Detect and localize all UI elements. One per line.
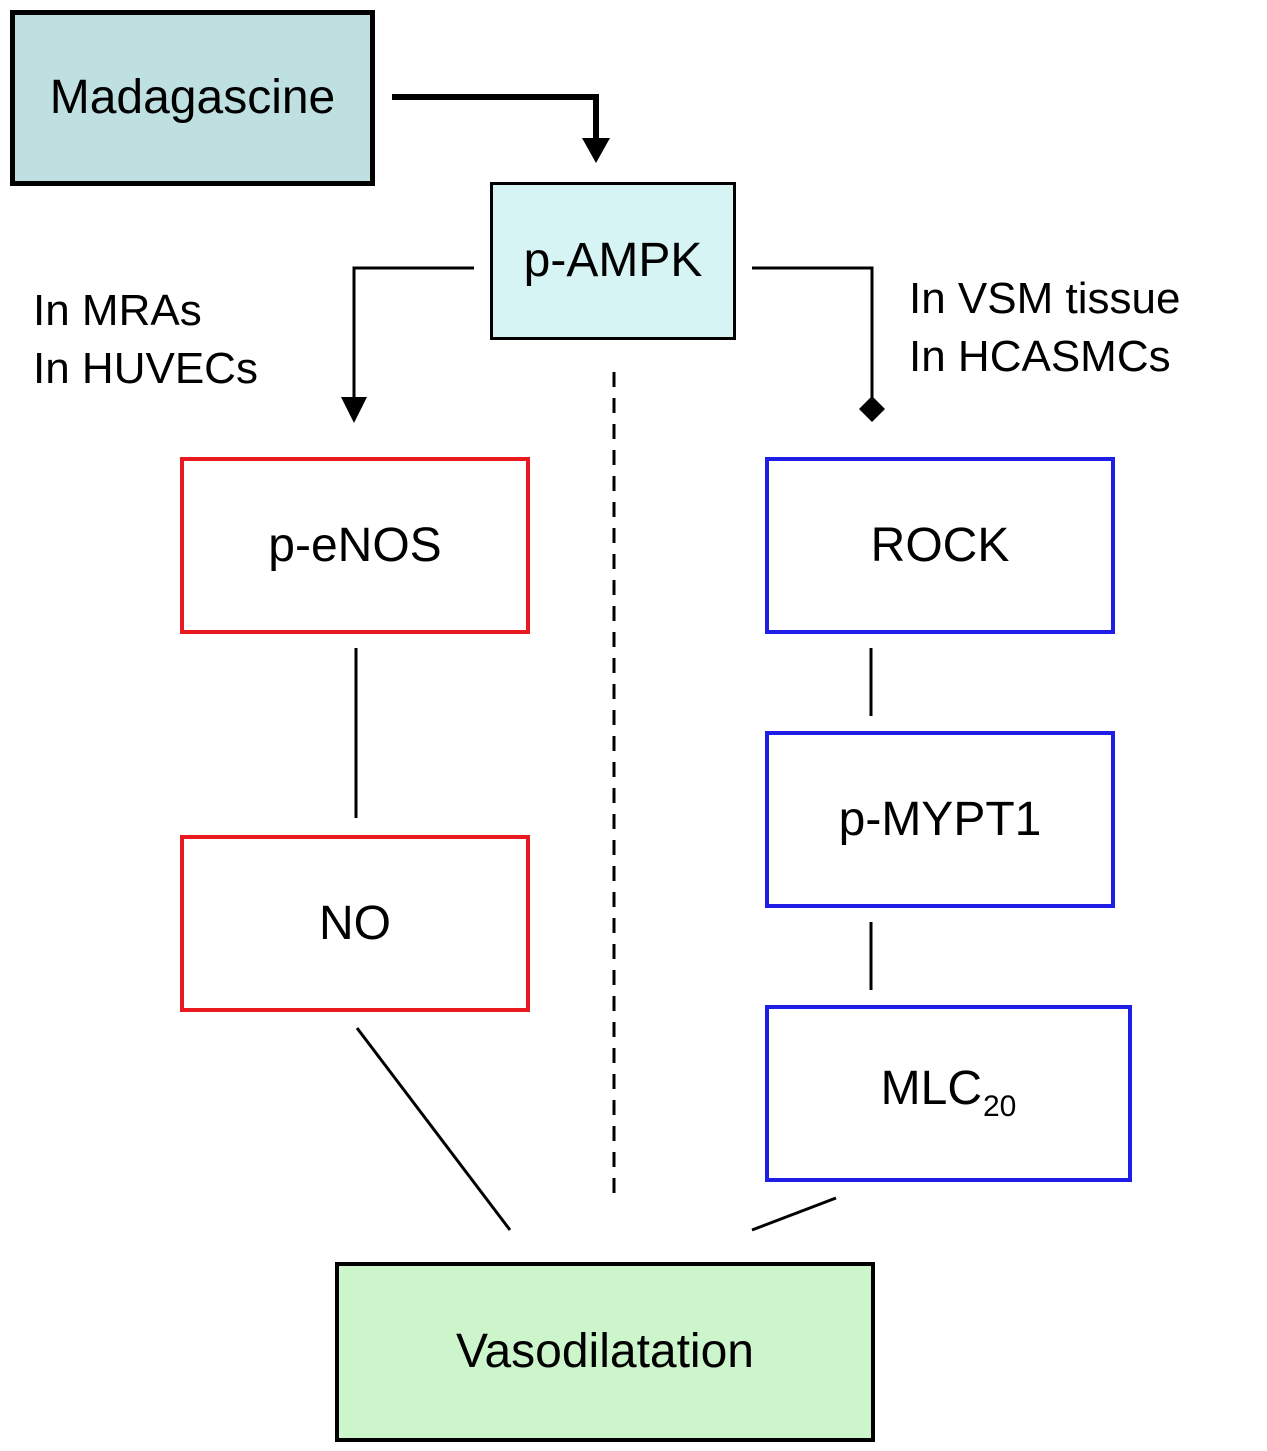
- branch-label-right-line-2: In HCASMCs: [909, 332, 1171, 381]
- edge-mlc-to-vaso: [751, 1196, 837, 1232]
- node-rock-label: ROCK: [870, 518, 1010, 572]
- node-rock: ROCK: [765, 457, 1115, 634]
- node-mlc20-label: MLC20: [881, 1065, 1017, 1122]
- node-no: NO: [180, 835, 530, 1012]
- arrowhead: [582, 138, 610, 163]
- node-p-ampk: p-AMPK: [490, 182, 736, 340]
- node-mlc20-label-main: MLC: [880, 1062, 982, 1115]
- node-p-enos: p-eNOS: [180, 457, 530, 634]
- branch-label-right: In VSM tissue In HCASMCs: [909, 270, 1180, 386]
- node-p-mypt1-label: p-MYPT1: [838, 792, 1042, 846]
- branch-label-right-line-1: In VSM tissue: [909, 274, 1181, 323]
- node-madagascine: Madagascine: [10, 10, 375, 186]
- edge-no-to-vaso: [355, 1027, 512, 1231]
- node-mlc20: MLC20: [765, 1005, 1132, 1182]
- arrowhead: [341, 397, 367, 423]
- node-vasodilatation-label: Vasodilatation: [456, 1325, 754, 1378]
- node-p-enos-label: p-eNOS: [268, 518, 442, 572]
- node-no-label: NO: [319, 896, 391, 950]
- edge-ampk-to-rock: [752, 266, 885, 422]
- node-madagascine-label: Madagascine: [49, 71, 336, 124]
- edge-ampk-to-enos: [341, 266, 474, 423]
- diamond-end: [859, 396, 885, 422]
- node-mlc20-subscript: 20: [982, 1090, 1017, 1123]
- node-p-ampk-label: p-AMPK: [523, 234, 703, 287]
- edge-source-to-ampk: [392, 94, 610, 163]
- branch-label-left-line-2: In HUVECs: [33, 344, 258, 393]
- branch-label-left-line-1: In MRAs: [33, 286, 202, 335]
- node-p-mypt1: p-MYPT1: [765, 731, 1115, 908]
- node-vasodilatation: Vasodilatation: [335, 1262, 875, 1442]
- branch-label-left: In MRAs In HUVECs: [33, 282, 258, 398]
